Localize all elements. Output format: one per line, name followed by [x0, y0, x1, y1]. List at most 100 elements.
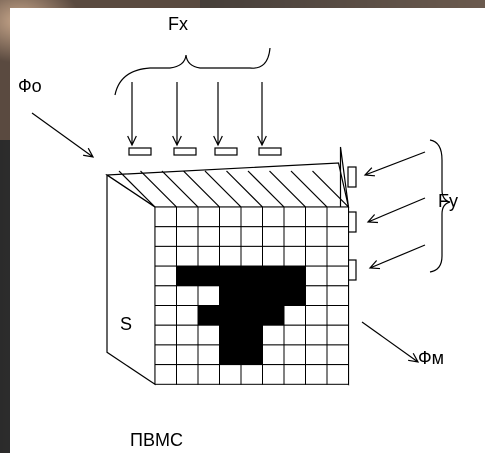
top-slat-line	[269, 170, 306, 208]
grid-cell	[197, 364, 220, 385]
fx-arrow-head	[127, 135, 137, 147]
grid-cell	[219, 364, 242, 385]
pixel-grid	[154, 206, 349, 385]
grid-cell-filled	[240, 344, 263, 366]
grid-cell-filled	[197, 265, 220, 287]
fx-brace	[114, 47, 271, 96]
phi0-arrow-head	[83, 147, 95, 158]
grid-cell	[262, 364, 285, 385]
grid-cell	[262, 206, 285, 228]
top-slat-line	[226, 170, 263, 208]
grid-cell	[305, 364, 328, 385]
grid-cell	[283, 344, 306, 366]
grid-cell	[305, 206, 328, 228]
grid-cell	[197, 285, 220, 306]
grid-cell	[240, 206, 263, 228]
fx-arrow-head	[257, 135, 267, 147]
label-fy: Fy	[438, 191, 458, 211]
grid-cell	[326, 206, 349, 228]
phim-arrow-head	[408, 352, 420, 363]
grid-cell	[305, 324, 328, 346]
grid-cell	[240, 226, 263, 247]
grid-cell-filled	[262, 285, 285, 306]
grid-cell	[326, 344, 349, 366]
grid-cell-filled	[219, 305, 242, 326]
top-tab	[258, 147, 282, 156]
fy-arrow	[364, 151, 426, 176]
grid-cell	[305, 245, 328, 267]
top-slat-line	[290, 170, 328, 208]
fy-arrow-head	[363, 167, 376, 177]
label-fx: Fx	[168, 14, 188, 34]
grid-cell-filled	[219, 265, 242, 287]
phim-arrow	[361, 321, 419, 363]
fy-arrow-head	[366, 214, 379, 224]
grid-cell	[262, 245, 285, 267]
grid-cell	[305, 344, 328, 366]
grid-cell	[154, 305, 177, 326]
label-s: S	[120, 314, 132, 334]
top-slat-line	[312, 170, 349, 208]
grid-cell	[154, 226, 177, 247]
grid-cell	[219, 206, 242, 228]
grid-cell	[283, 305, 306, 326]
grid-cell	[197, 324, 220, 346]
grid-cell	[283, 245, 306, 267]
grid-cell	[262, 344, 285, 366]
grid-cell	[197, 206, 220, 228]
grid-cell	[219, 226, 242, 247]
grid-cell-filled	[240, 265, 263, 287]
grid-cell	[197, 226, 220, 247]
phi0-arrow	[31, 112, 94, 158]
grid-cell	[283, 364, 306, 385]
grid-cell-filled	[219, 344, 242, 366]
grid-cell-filled	[240, 285, 263, 306]
grid-cell	[154, 364, 177, 385]
grid-cell	[176, 285, 199, 306]
force-arrows	[31, 47, 451, 363]
grid-cell	[176, 305, 199, 326]
grid-cell-filled	[219, 324, 242, 346]
grid-cell-filled	[176, 265, 199, 287]
grid-cell	[197, 344, 220, 366]
grid-cell	[326, 305, 349, 326]
fx-arrow-head	[213, 135, 223, 147]
grid-cell	[176, 344, 199, 366]
grid-cell-filled	[240, 324, 263, 346]
grid-cell-filled	[240, 305, 263, 326]
grid-cell	[326, 364, 349, 385]
grid-cell	[219, 245, 242, 267]
top-tab	[173, 147, 197, 156]
grid-cell	[326, 245, 349, 267]
grid-cell	[326, 285, 349, 306]
grid-cell	[154, 206, 177, 228]
top-tab	[214, 147, 238, 156]
label-phim: Фм	[418, 348, 444, 368]
grid-cell	[176, 226, 199, 247]
grid-cell	[283, 206, 306, 228]
top-slat-line	[140, 170, 177, 208]
grid-cell-filled	[197, 305, 220, 326]
grid-cell-filled	[283, 265, 306, 287]
side-tab	[347, 211, 357, 233]
grid-cell	[154, 245, 177, 267]
grid-cell	[326, 265, 349, 287]
grid-cell	[262, 324, 285, 346]
side-tab	[347, 259, 357, 281]
grid-cell	[305, 285, 328, 306]
grid-cell	[176, 324, 199, 346]
grid-cell	[176, 364, 199, 385]
fx-arrow-head	[172, 135, 182, 147]
top-slat-line	[183, 170, 220, 208]
top-slat-line	[204, 170, 242, 208]
grid-cell	[240, 364, 263, 385]
grid-cell	[305, 305, 328, 326]
grid-cell	[197, 245, 220, 267]
side-tab	[347, 166, 357, 188]
grid-cell-filled	[262, 305, 285, 326]
grid-cell	[283, 226, 306, 247]
grid-cell	[283, 324, 306, 346]
grid-cell	[154, 265, 177, 287]
grid-cell	[154, 285, 177, 306]
